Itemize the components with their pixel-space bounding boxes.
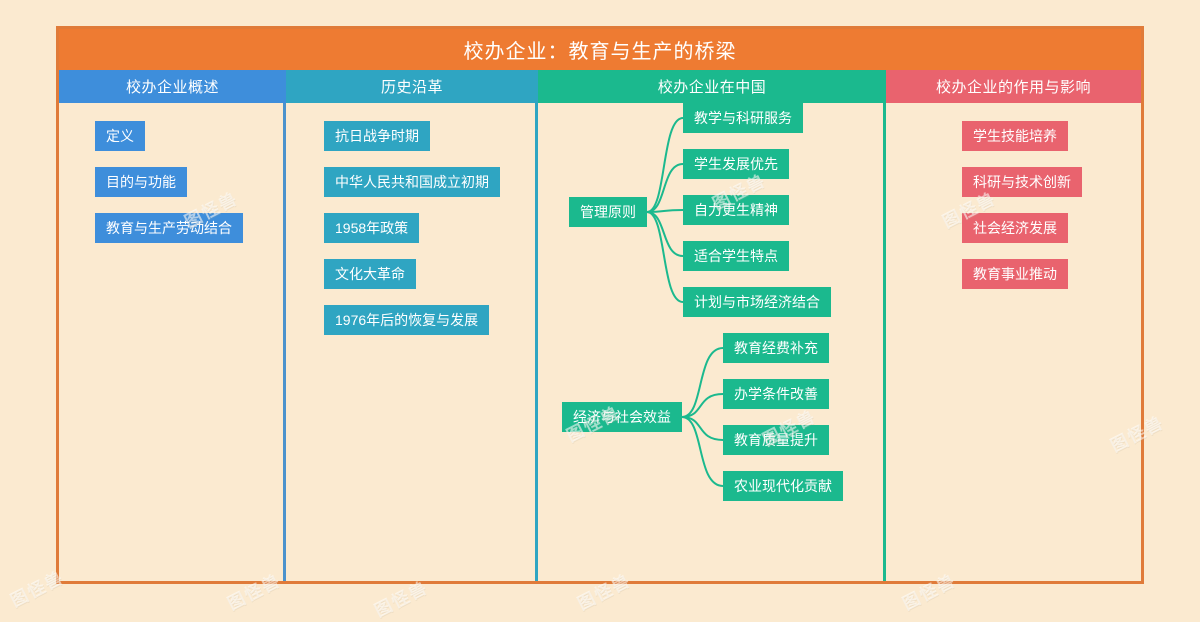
mindmap-branch-node[interactable]: 经济与社会效益 bbox=[562, 402, 682, 432]
mindmap-node[interactable]: 自力更生精神 bbox=[683, 195, 789, 225]
column-divider bbox=[283, 103, 286, 581]
mindmap-node[interactable]: 抗日战争时期 bbox=[324, 121, 430, 151]
column-body-in-china: 管理原则 教学与科研服务学生发展优先自力更生精神适合学生特点计划与市场经济结合经济… bbox=[538, 103, 886, 581]
connector-line bbox=[646, 163, 684, 213]
column-overview: 校办企业概述定义目的与功能教育与生产劳动结合 bbox=[59, 70, 286, 581]
mindmap-node[interactable]: 教育经费补充 bbox=[723, 333, 829, 363]
column-body-history: 抗日战争时期中华人民共和国成立初期 1958年政策文化大革命 1976年后的恢复与发… bbox=[286, 103, 538, 581]
column-divider bbox=[883, 103, 886, 581]
mindmap-node[interactable]: 教育质量提升 bbox=[723, 425, 829, 455]
column-header-history[interactable]: 历史沿革 bbox=[286, 70, 538, 103]
mindmap-node[interactable]: 教育与生产劳动结合 bbox=[95, 213, 243, 243]
mindmap-node[interactable]: 办学条件改善 bbox=[723, 379, 829, 409]
connector-line bbox=[646, 117, 684, 213]
connector-line bbox=[681, 347, 724, 418]
mindmap-node[interactable]: 学生技能培养 bbox=[962, 121, 1068, 151]
tree-connectors bbox=[646, 117, 724, 487]
mindmap-branch-node[interactable]: 管理原则 bbox=[569, 197, 647, 227]
node-stack: 抗日战争时期中华人民共和国成立初期 1958年政策文化大革命 1976年后的恢复与发… bbox=[286, 103, 538, 581]
column-in-china: 校办企业在中国管理原则 教学与科研服务学生发展优先自力更生精神适合学生特点计划与市… bbox=[538, 70, 886, 581]
node-stack: 定义目的与功能教育与生产劳动结合 bbox=[59, 103, 286, 581]
column-header-in-china[interactable]: 校办企业在中国 bbox=[538, 70, 886, 103]
connector-line bbox=[681, 393, 724, 418]
column-body-overview: 定义目的与功能教育与生产劳动结合 bbox=[59, 103, 286, 581]
connector-line bbox=[681, 416, 724, 487]
mindmap-node[interactable]: 中华人民共和国成立初期 bbox=[324, 167, 500, 197]
diagram-title-bar: 校办企业：教育与生产的桥梁 bbox=[59, 29, 1141, 70]
column-header-impact[interactable]: 校办企业的作用与影响 bbox=[886, 70, 1141, 103]
mindmap-node[interactable]: 文化大革命 bbox=[324, 259, 416, 289]
columns-container: 校办企业概述定义目的与功能教育与生产劳动结合历史沿革抗日战争时期中华人民共和国成… bbox=[59, 70, 1141, 581]
column-impact: 校办企业的作用与影响学生技能培养科研与技术创新社会经济发展教育事业推动 bbox=[886, 70, 1141, 581]
connector-line bbox=[646, 211, 684, 303]
mindmap-node[interactable]: 目的与功能 bbox=[95, 167, 187, 197]
node-stack: 学生技能培养科研与技术创新社会经济发展教育事业推动 bbox=[886, 103, 1141, 581]
diagram-frame: 校办企业：教育与生产的桥梁 校办企业概述定义目的与功能教育与生产劳动结合历史沿革… bbox=[56, 26, 1144, 584]
mindmap-node[interactable]: 学生发展优先 bbox=[683, 149, 789, 179]
column-history: 历史沿革抗日战争时期中华人民共和国成立初期 1958年政策文化大革命 1976年后的… bbox=[286, 70, 538, 581]
page-title: 校办企业：教育与生产的桥梁 bbox=[463, 41, 737, 63]
mindmap-node[interactable]: 1976年后的恢复与发展 bbox=[324, 305, 490, 335]
mindmap-node[interactable]: 教育事业推动 bbox=[962, 259, 1068, 289]
mindmap-node[interactable]: 教学与科研服务 bbox=[683, 103, 803, 133]
mindmap-node[interactable]: 计划与市场经济结合 bbox=[683, 287, 831, 317]
mindmap-node[interactable]: 定义 bbox=[95, 121, 145, 151]
mindmap-node[interactable]: 适合学生特点 bbox=[683, 241, 789, 271]
column-body-impact: 学生技能培养科研与技术创新社会经济发展教育事业推动 bbox=[886, 103, 1141, 581]
column-divider bbox=[535, 103, 538, 581]
connector-line bbox=[646, 211, 684, 257]
mindmap-node[interactable]: 1958年政策 bbox=[324, 213, 420, 243]
mindmap-node[interactable]: 科研与技术创新 bbox=[962, 167, 1082, 197]
mindmap-node[interactable]: 农业现代化贡献 bbox=[723, 471, 843, 501]
node-tree: 管理原则 教学与科研服务学生发展优先自力更生精神适合学生特点计划与市场经济结合经济… bbox=[538, 103, 886, 581]
column-header-overview[interactable]: 校办企业概述 bbox=[59, 70, 286, 103]
mindmap-node[interactable]: 社会经济发展 bbox=[962, 213, 1068, 243]
